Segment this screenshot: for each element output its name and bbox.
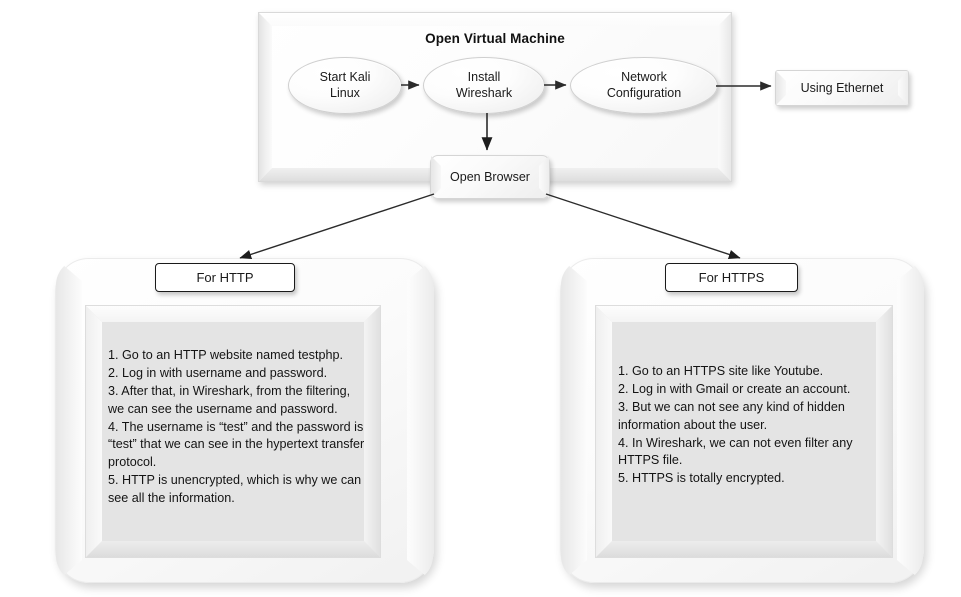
node-install-wireshark-label: Install Wireshark [455, 69, 513, 100]
panel-http-bevel-top [86, 306, 380, 322]
panel-http-bevel-bottom [86, 541, 380, 557]
panel-http-bevel-left [86, 306, 102, 557]
container-bevel-top [259, 13, 731, 26]
panel-http-inner [85, 305, 381, 558]
label-for-http-text: For HTTP [196, 270, 254, 285]
node-network-configuration-label: Network Configuration [606, 69, 682, 100]
container-title: Open Virtual Machine [425, 31, 565, 46]
node-using-ethernet[interactable]: Using Ethernet [775, 70, 909, 106]
label-for-https-text: For HTTPS [698, 270, 765, 285]
node-open-browser[interactable]: Open Browser [430, 155, 550, 199]
node-start-kali-linux-label: Start Kali Linux [319, 69, 371, 100]
container-bevel-right [718, 13, 731, 181]
panel-https-bevel-left [596, 306, 612, 557]
panel-https-bevel-bottom [596, 541, 892, 557]
node-open-browser-label: Open Browser [450, 170, 530, 184]
label-for-https[interactable]: For HTTPS [665, 263, 798, 292]
node-install-wireshark[interactable]: Install Wireshark [423, 57, 545, 114]
edge-browser-to-http [239, 193, 435, 260]
label-for-http[interactable]: For HTTP [155, 263, 295, 292]
node-using-ethernet-label: Using Ethernet [800, 81, 884, 95]
node-network-configuration[interactable]: Network Configuration [570, 57, 718, 114]
panel-https-bevel-top [596, 306, 892, 322]
panel-http-bevel-right [364, 306, 380, 557]
panel-https-bevel-right [876, 306, 892, 557]
panel-https-inner [595, 305, 893, 558]
edge-browser-to-https [545, 193, 741, 260]
node-start-kali-linux[interactable]: Start Kali Linux [288, 57, 402, 114]
panel-http-steps: 1. Go to an HTTP website named testphp. … [108, 348, 365, 505]
panel-https-steps: 1. Go to an HTTPS site like Youtube. 2. … [618, 364, 853, 486]
container-bevel-left [259, 13, 272, 181]
